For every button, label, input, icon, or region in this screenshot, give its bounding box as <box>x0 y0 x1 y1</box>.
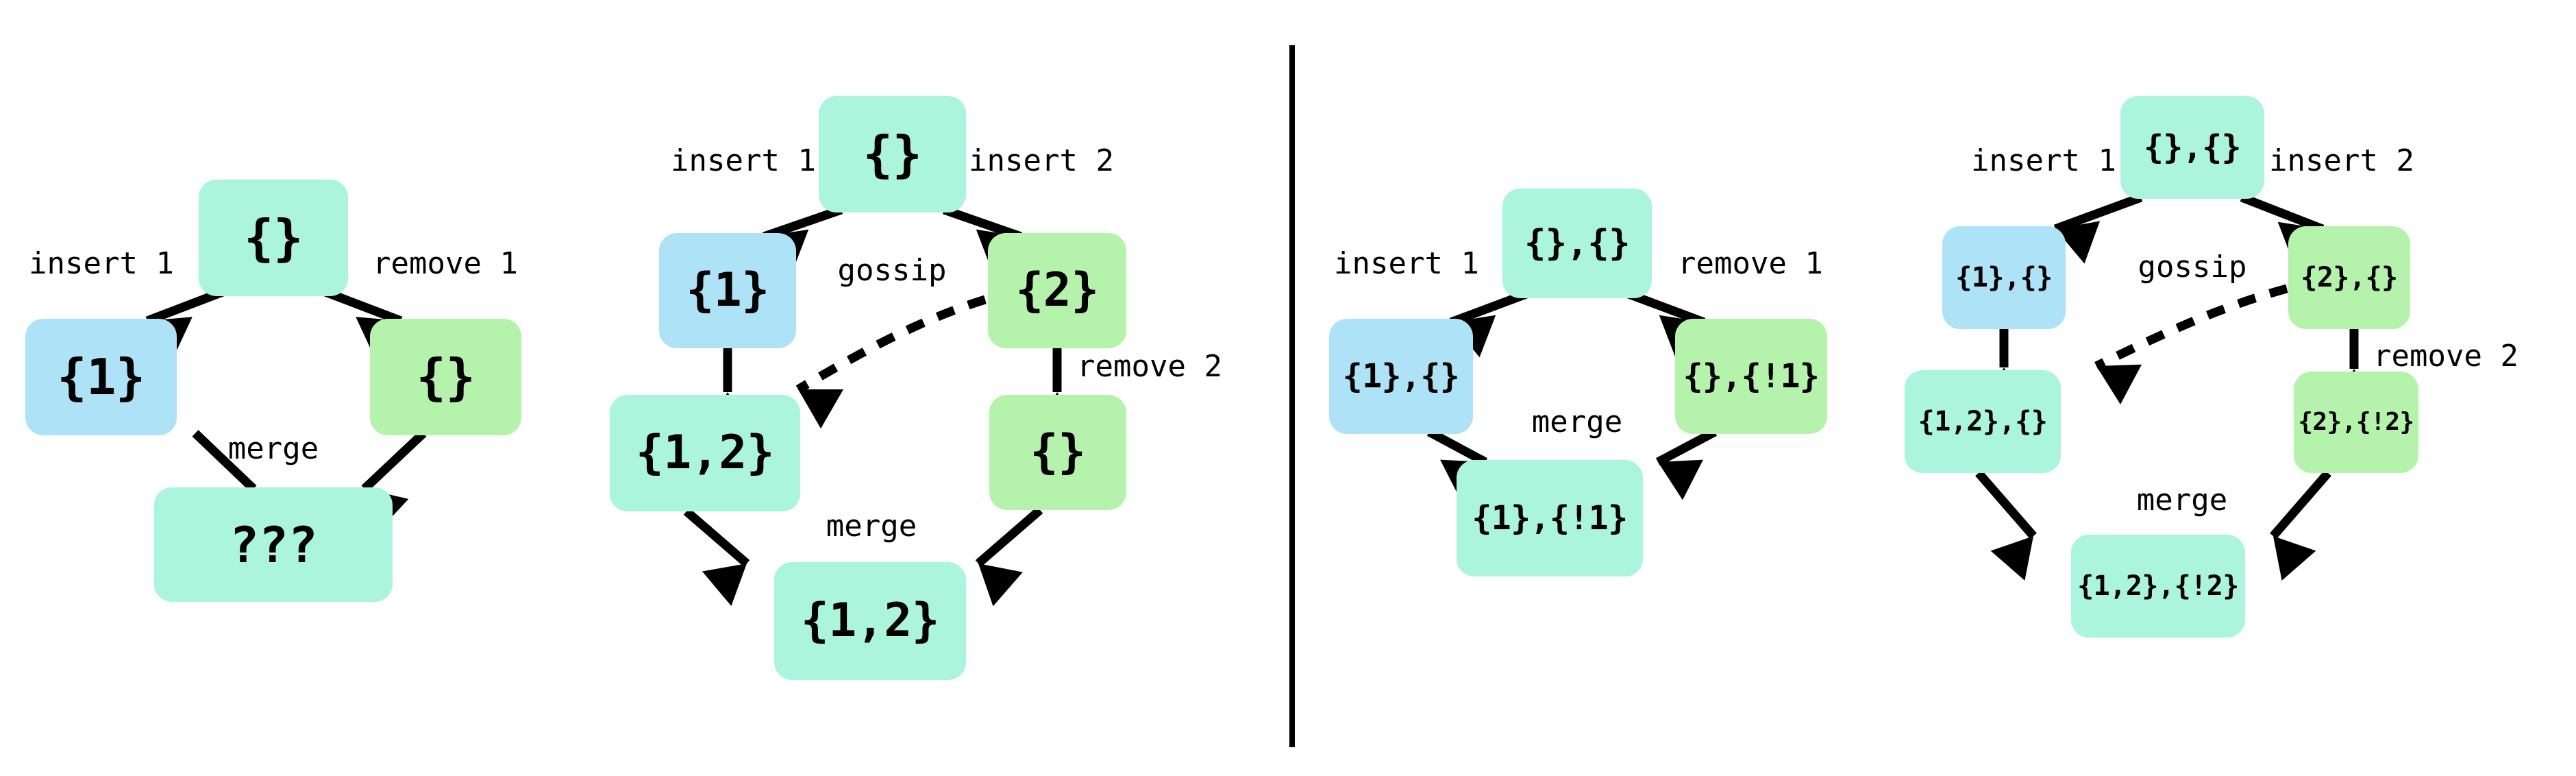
arrow-line-p2-a6 <box>683 508 750 567</box>
arrow-line-p3-a4 <box>1655 428 1718 466</box>
state-node-p4-left: {1},{} <box>1942 226 2066 329</box>
panel-divider <box>1289 45 1295 747</box>
state-node-p1-right: {} <box>370 319 521 435</box>
arrow-head-p4-a5 <box>2096 364 2142 404</box>
arrow-head-p2-a6 <box>702 563 747 607</box>
arrow-line-p2-a7 <box>975 507 1043 567</box>
state-node-p3-right: {},{!1} <box>1675 319 1827 434</box>
edge-label-p1-insert1: insert 1 <box>29 246 174 281</box>
arrow-line-p1-a2 <box>320 286 403 326</box>
state-node-p3-left: {1},{} <box>1329 319 1473 434</box>
state-node-p1-left: {1} <box>25 319 177 435</box>
arrow-line-p2-a1 <box>762 205 843 241</box>
arrow-line-p4-a6 <box>1975 470 2037 539</box>
edge-label-p4-gossip: gossip <box>2138 250 2247 284</box>
edge-label-p2-gossip: gossip <box>837 253 947 288</box>
state-node-p2-merge: {1,2} <box>774 562 966 680</box>
arrow-line-p4-a7 <box>2270 470 2331 539</box>
state-node-p2-right2: {} <box>989 395 1126 510</box>
state-node-p4-right: {2},{} <box>2288 226 2410 329</box>
arrow-line-p4-a1 <box>2053 193 2143 234</box>
state-node-p3-merge: {1},{!1} <box>1457 460 1643 577</box>
state-node-p4-merge: {1,2},{!2} <box>2071 535 2245 638</box>
edge-label-p4-insert1: insert 1 <box>1971 143 2116 178</box>
state-node-p2-right: {2} <box>988 233 1126 348</box>
state-node-p3-root: {},{} <box>1502 189 1652 298</box>
edge-label-p4-insert2: insert 2 <box>2269 143 2414 178</box>
edge-label-p2-remove2: remove 2 <box>1077 349 1222 384</box>
arrow-head-p3-a4 <box>1658 459 1703 500</box>
edge-label-p4-merge-label: merge <box>2136 483 2228 518</box>
arrow-head-p4-a6 <box>1990 536 2033 581</box>
edge-label-p4-remove2: remove 2 <box>2373 339 2518 374</box>
edge-label-p2-insert1: insert 1 <box>671 143 816 178</box>
edge-label-p3-merge-label: merge <box>1531 404 1623 439</box>
arrow-line-p3-a3 <box>1426 428 1488 466</box>
arrow-head-p4-a7 <box>2273 536 2316 581</box>
arrow-line-p4-a2 <box>2240 193 2325 234</box>
edge-label-p3-remove1: remove 1 <box>1678 246 1823 281</box>
edge-label-p3-insert1: insert 1 <box>1334 246 1479 281</box>
arrow-line-p1-a4 <box>361 430 427 492</box>
edge-label-p1-merge-label: merge <box>227 431 319 466</box>
arrow-head-p2-a7 <box>978 563 1023 607</box>
arrow-line-p4-a5 <box>2094 284 2288 370</box>
state-node-p2-left: {1} <box>659 233 796 348</box>
state-node-p2-left2: {1,2} <box>610 395 800 511</box>
arrow-line-p2-a2 <box>942 205 1023 241</box>
state-node-p1-merge: ??? <box>154 487 393 602</box>
arrow-line-p1-a3 <box>192 430 257 492</box>
edge-label-p2-merge-label: merge <box>826 509 917 544</box>
arrow-head-p2-a5 <box>798 389 844 429</box>
arrow-line-p2-a5 <box>795 295 987 393</box>
state-node-p4-right2: {2},{!2} <box>2294 372 2418 473</box>
state-node-p4-root: {},{} <box>2120 96 2264 199</box>
edge-label-p1-remove1: remove 1 <box>373 246 518 281</box>
state-node-p1-root: {} <box>199 180 348 296</box>
edge-label-p2-insert2: insert 2 <box>969 143 1114 178</box>
arrow-head-p4-a1 <box>2055 221 2101 264</box>
state-node-p2-root: {} <box>819 96 966 213</box>
state-node-p4-left2: {1,2},{} <box>1905 370 2061 473</box>
